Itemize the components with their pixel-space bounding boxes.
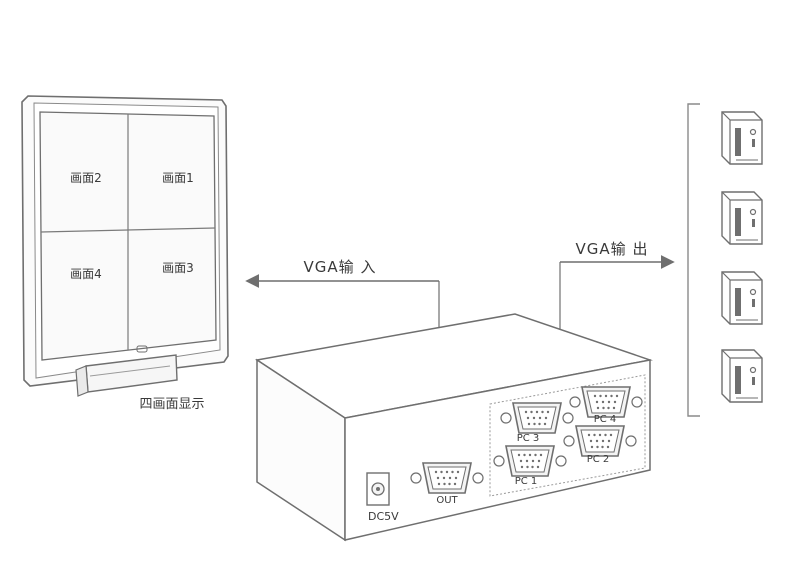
vga-output-arrow: VGA输 出 (559, 240, 675, 390)
computer-group (687, 103, 763, 417)
vga-output-label: VGA输 出 (576, 240, 649, 258)
desktop-tower-icon (721, 271, 763, 325)
monitor-caption: 四画面显示 (139, 397, 204, 412)
quadrant-label-3: 画面3 (162, 261, 194, 275)
desktop-tower-icon (721, 349, 763, 403)
desktop-tower-icon (721, 191, 763, 245)
pc2-port-label: PC 2 (587, 454, 610, 465)
power-button-icon (136, 345, 148, 353)
monitor: 画面2 画面1 画面4 画面3 四画面显示 (21, 95, 229, 412)
dc-power-label: DC5V (368, 510, 399, 523)
pc-ports-panel (489, 374, 646, 497)
pc4-port: PC 4 (569, 386, 643, 425)
pc4-port-label: PC 4 (594, 414, 617, 425)
vga-input-label: VGA输 入 (304, 258, 377, 276)
dc-power-jack: DC5V (366, 472, 399, 523)
monitor-stand (75, 354, 178, 397)
quadrant-label-1: 画面1 (162, 171, 194, 185)
group-bracket (687, 103, 700, 417)
desktop-tower-icon (721, 111, 763, 165)
pc1-port: PC 1 (493, 445, 567, 487)
screen-divider-horizontal (40, 227, 216, 233)
pc3-port-label: PC 3 (517, 433, 540, 444)
out-port-label: OUT (436, 495, 458, 506)
vga-splitter-device: DC5V OUT PC 3 PC 4 PC 1 PC 2 (255, 313, 653, 542)
pc3-port: PC 3 (500, 402, 574, 444)
pc2-port: PC 2 (563, 425, 637, 465)
quadrant-label-2: 画面2 (70, 171, 102, 185)
out-port: OUT (410, 462, 484, 506)
quadrant-label-4: 画面4 (70, 267, 102, 281)
pc1-port-label: PC 1 (515, 476, 538, 487)
